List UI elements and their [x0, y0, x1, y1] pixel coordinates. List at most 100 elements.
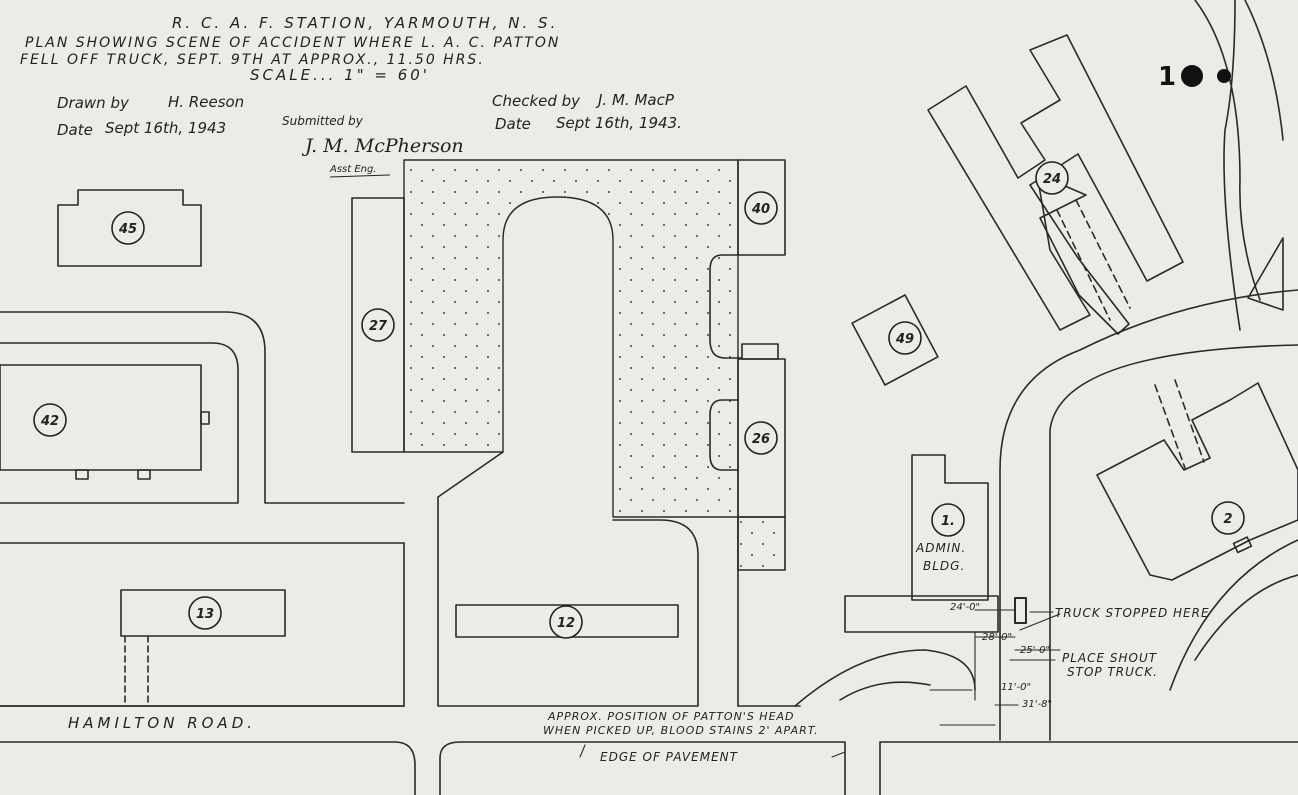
building-circle-40 — [744, 191, 778, 225]
scale-label: SCALE... 1" = 60' — [250, 66, 430, 84]
dim-25: 25'-0" — [1020, 645, 1050, 656]
building-45 — [57, 189, 202, 267]
building-2-passage — [1154, 379, 1205, 469]
annotation-labels: TRUCK STOPPED HERE PLACE SHOUT STOP TRUC… — [543, 606, 1210, 764]
dim-11: 11'-0" — [1001, 682, 1031, 693]
truck-marker — [1014, 597, 1027, 624]
road-curb-west-north — [0, 311, 405, 504]
admin-label: ADMIN. BLDG. — [915, 541, 966, 573]
building-number-45: 45 — [118, 222, 137, 237]
building-circle-2 — [1211, 501, 1245, 535]
drawn-by-name: H. Reeson — [168, 93, 244, 111]
building-circle-45 — [111, 211, 145, 245]
title-block: R. C. A. F. STATION, YARMOUTH, N. S. PLA… — [20, 14, 558, 84]
east-triangle — [1247, 237, 1284, 311]
stippled-paved-area — [403, 159, 739, 518]
building-number-1: 1. — [941, 514, 955, 529]
southeast-curve-inner — [1194, 574, 1298, 661]
building-circle-42 — [33, 403, 67, 437]
building-42 — [0, 364, 202, 471]
building-24 — [927, 34, 1184, 335]
leader-arrows — [579, 611, 1056, 758]
building-24-dashed-passage — [1056, 199, 1131, 321]
stamp-digit: 1 — [1158, 62, 1176, 92]
building-number-27: 27 — [369, 319, 388, 334]
southeast-curve-outer — [1169, 539, 1298, 691]
building-40-annex — [709, 254, 743, 359]
admin-line-2: BLDG. — [923, 559, 965, 573]
dimension-labels: 24'-0" 28'-0" 25'-0" 11'-0" 31'-8" — [950, 602, 1052, 710]
building-2 — [1096, 382, 1298, 581]
north-curve-east — [1244, 0, 1284, 141]
title-line-1: R. C. A. F. STATION, YARMOUTH, N. S. — [172, 14, 558, 32]
edge-of-pavement-label: EDGE OF PAVEMENT — [600, 750, 739, 764]
main-curve-west — [999, 289, 1298, 741]
signature-underline — [329, 174, 391, 178]
building-1-admin — [844, 454, 999, 633]
head-position-line-2: WHEN PICKED UP, BLOOD STAINS 2' APART. — [543, 724, 819, 737]
building-number-2: 2 — [1223, 512, 1232, 527]
head-position-line-1: APPROX. POSITION OF PATTON'S HEAD — [547, 710, 795, 723]
north-curve-mid — [1194, 0, 1261, 301]
submitted-title: Asst Eng. — [329, 164, 377, 175]
road-curb-hamilton-south-east — [439, 741, 846, 795]
submitted-block: Submitted by J. M. McPherson Asst Eng. — [282, 114, 464, 178]
checked-by-label: Checked by — [492, 92, 581, 110]
building-circle-13 — [188, 596, 222, 630]
building-27 — [351, 197, 405, 453]
building-circle-24 — [1035, 161, 1069, 195]
drawn-by-label: Drawn by — [57, 94, 130, 112]
drawn-date: Sept 16th, 1943 — [105, 119, 226, 137]
building-13 — [120, 589, 286, 637]
building-number-26: 26 — [752, 432, 770, 447]
building-2-step — [1232, 536, 1253, 554]
dim-28: 28'-0" — [982, 632, 1012, 643]
building-circle-26 — [744, 421, 778, 455]
building-number-40: 40 — [751, 202, 770, 217]
building-circle-49 — [888, 321, 922, 355]
building-circle-1 — [931, 503, 965, 537]
building-26-cap — [741, 343, 779, 360]
truck-stopped-label: TRUCK STOPPED HERE — [1055, 606, 1210, 620]
checked-by-name: J. M. MacP — [595, 91, 675, 109]
building-number-13: 13 — [196, 607, 214, 622]
dimension-lines — [974, 594, 1061, 716]
stamp-mark: 1 — [1158, 62, 1231, 92]
checked-date-label: Date — [495, 115, 531, 133]
submitted-signature: J. M. McPherson — [301, 135, 464, 157]
checked-date: Sept 16th, 1943. — [556, 114, 682, 132]
building-42-step-b — [137, 469, 151, 480]
building-49 — [851, 294, 939, 386]
road-label-hamilton: HAMILTON ROAD. — [68, 714, 256, 732]
drawn-block: Drawn by H. Reeson Date Sept 16th, 1943 — [57, 93, 244, 139]
admin-line-1: ADMIN. — [915, 541, 966, 555]
shout-line-1: PLACE SHOUT — [1062, 651, 1158, 665]
checked-block: Checked by J. M. MacP Date Sept 16th, 19… — [492, 91, 682, 133]
building-13-passage — [124, 635, 149, 707]
road-curb-hamilton-south-west — [0, 741, 416, 795]
building-number-49: 49 — [895, 332, 914, 347]
building-number-24: 24 — [1043, 172, 1061, 187]
north-curve-west — [1223, 0, 1241, 331]
building-42-step-a — [75, 469, 89, 480]
road-curb-east-south — [879, 741, 1298, 795]
dim-24: 24'-0" — [950, 602, 980, 613]
road-curb-diagonal — [437, 451, 699, 707]
curved-road-inner — [839, 681, 931, 701]
building-26-bay — [709, 399, 739, 471]
submitted-by-label: Submitted by — [282, 114, 364, 128]
building-42-wing-east — [200, 411, 210, 425]
building-26 — [737, 358, 786, 518]
shout-line-2: STOP TRUCK. — [1067, 665, 1158, 679]
road-curb-west-south — [0, 342, 239, 504]
building-number-42: 42 — [40, 414, 59, 429]
title-line-3: FELL OFF TRUCK, SEPT. 9TH AT APPROX., 11… — [20, 52, 485, 68]
building-circle-27 — [361, 308, 395, 342]
building-40 — [737, 159, 786, 256]
stippled-lot — [737, 516, 786, 571]
dim-31: 31'-8" — [1022, 699, 1052, 710]
curved-road-outer — [794, 649, 976, 707]
